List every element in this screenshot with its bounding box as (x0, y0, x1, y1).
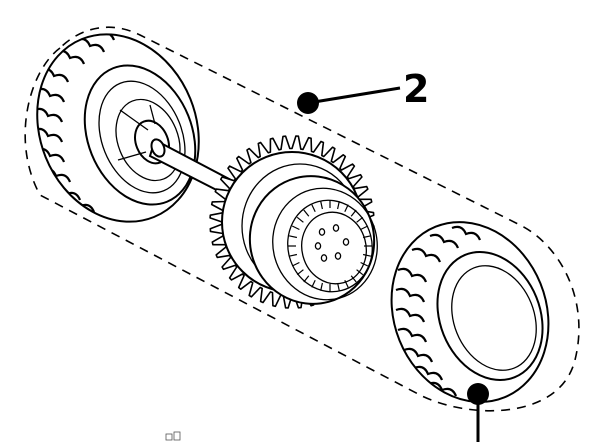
rim-spoke (337, 282, 340, 291)
callout-number: 2 (403, 67, 429, 111)
rim-spoke (311, 279, 316, 288)
rim-spoke (320, 201, 323, 210)
rim-spoke (350, 275, 357, 283)
rim-spoke (356, 216, 364, 223)
rim-spoke (311, 204, 316, 213)
lug-nuts (314, 224, 350, 262)
rim-spoke (344, 204, 349, 213)
rim-spoke (344, 279, 349, 288)
center-wheel-rim (248, 175, 378, 305)
callout-tire (467, 383, 489, 442)
rim-spoke (320, 282, 323, 291)
rim-spoke (337, 201, 340, 210)
rim-spoke (291, 225, 300, 231)
rim-spoke (288, 253, 298, 257)
rim-spoke (303, 275, 310, 283)
small-mark-icon (165, 431, 181, 441)
assembly-dashed-boundary (24, 26, 580, 412)
rim-spoke (296, 216, 304, 223)
callout-assembly: 2 (297, 67, 429, 114)
left-tire (33, 31, 200, 223)
rim-spoke (350, 209, 357, 217)
rim-spoke (362, 235, 372, 239)
rim-spoke (360, 225, 369, 231)
rim-spoke (296, 269, 304, 276)
right-tire (390, 221, 550, 403)
rim-spoke (303, 209, 310, 217)
rim-spoke (360, 261, 369, 267)
rim-spoke (362, 253, 372, 257)
rim-spoke (291, 261, 300, 267)
rim-spoke (288, 235, 298, 239)
rim-spoke (356, 269, 364, 276)
